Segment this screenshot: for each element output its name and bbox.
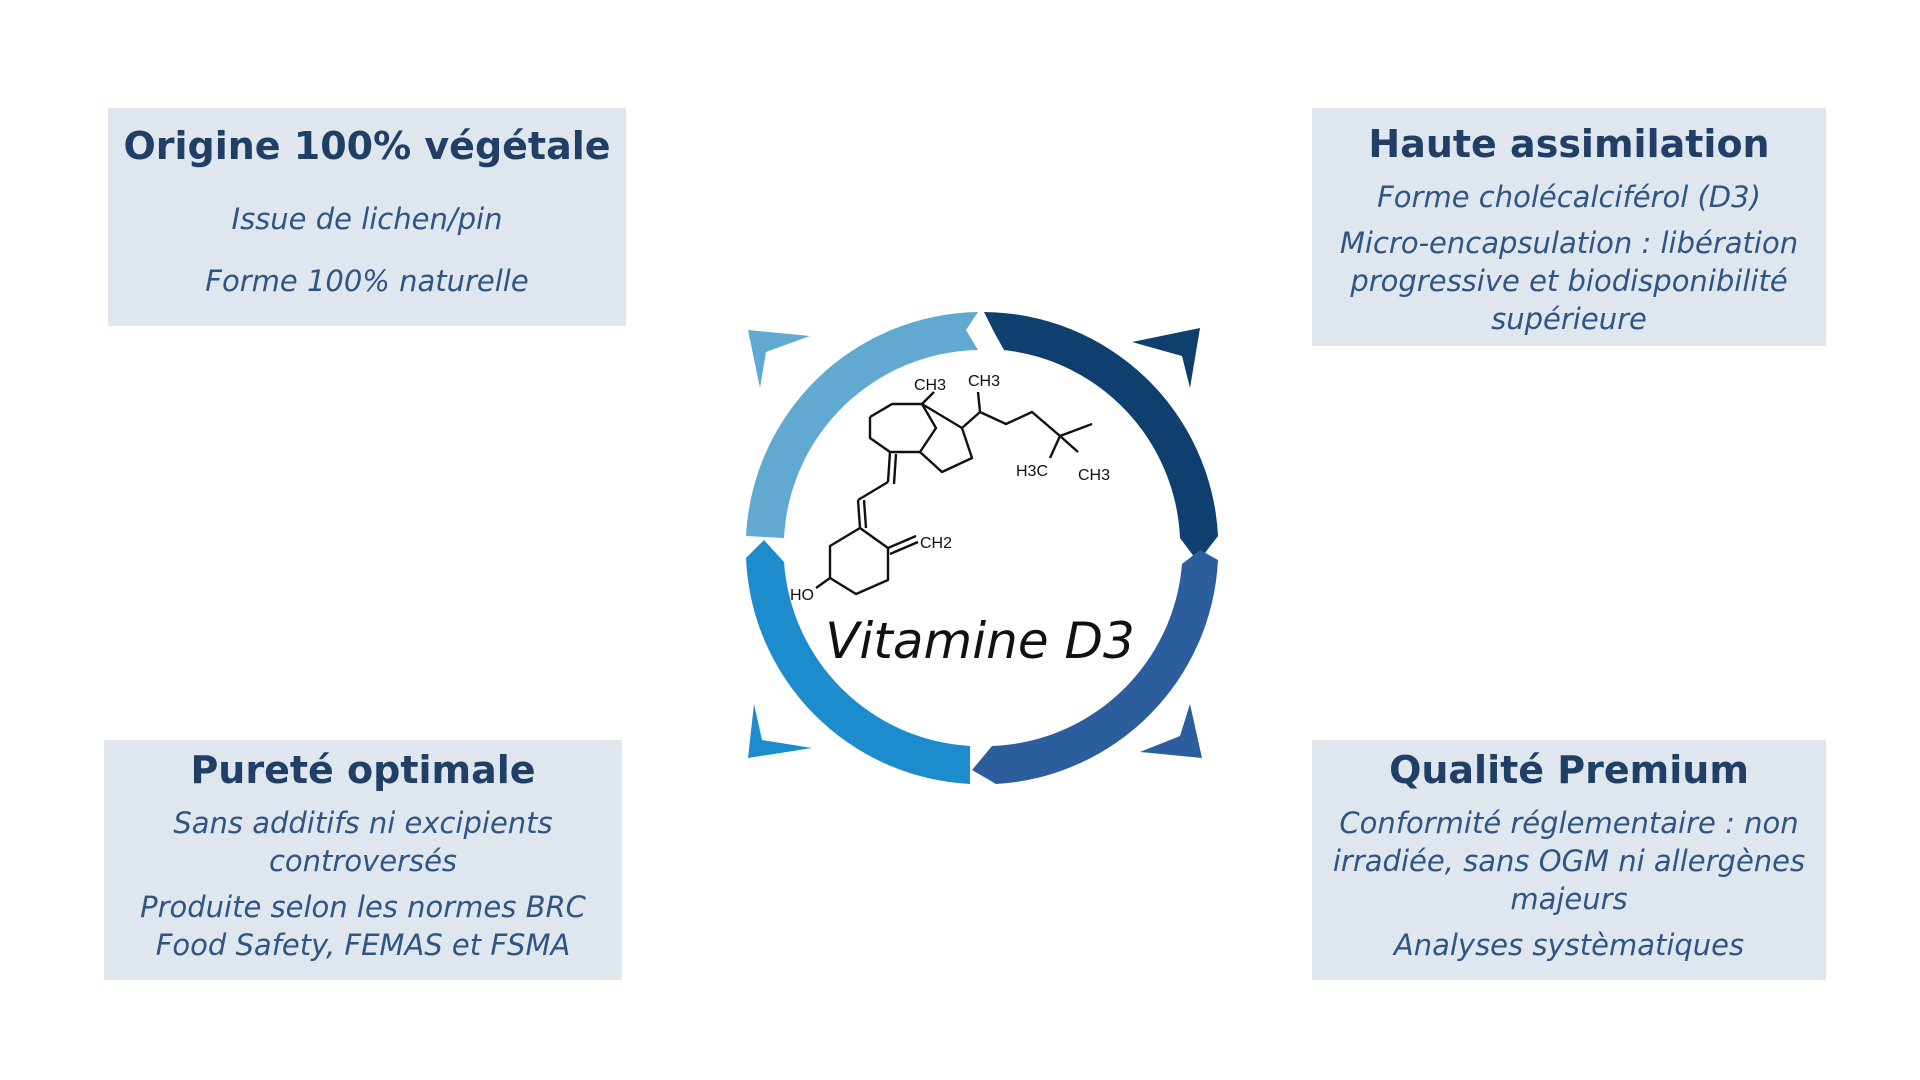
vitamin-d3-molecule-icon: [815, 391, 1093, 596]
center-label: Vitamine D3: [825, 612, 1135, 670]
arrow-bottom-right-icon: [1140, 704, 1202, 758]
info-box-qualite: Qualité Premium Conformité réglementaire…: [1312, 740, 1826, 980]
box-line: Sans additifs ni excipients controversés: [173, 806, 553, 878]
label-h3c: H3C: [1016, 463, 1048, 480]
cycle-arc-top-right: [984, 312, 1218, 562]
info-box-assimilation: Haute assimilation Forme cholécalciférol…: [1312, 108, 1826, 346]
box-line: Micro-encapsulation : libération progres…: [1339, 226, 1799, 336]
cycle-arc-bottom-right: [972, 550, 1218, 784]
cycle-diagram: CH3 CH3 H3C CH3 CH2 HO: [746, 312, 1218, 784]
box-line: Conformité réglementaire : non irradiée,…: [1332, 806, 1806, 916]
box-line: Produite selon les normes BRC Food Safet…: [140, 890, 586, 962]
box-line: Issue de lichen/pin: [231, 202, 503, 236]
label-ch2: CH2: [920, 535, 952, 552]
box-title: Origine 100% végétale: [123, 124, 611, 168]
box-title: Pureté optimale: [190, 748, 536, 792]
box-line: Forme cholécalciférol (D3): [1377, 180, 1761, 214]
info-box-purete: Pureté optimale Sans additifs ni excipie…: [104, 740, 622, 980]
info-box-origine: Origine 100% végétale Issue de lichen/pi…: [108, 108, 626, 326]
cycle-arc-bottom-left: [746, 540, 970, 784]
arrow-bottom-left-icon: [748, 704, 812, 758]
label-ho: HO: [790, 587, 814, 604]
label-ch3-side: CH3: [968, 373, 1000, 390]
box-line: Analyses systèmatiques: [1393, 928, 1745, 962]
box-title: Haute assimilation: [1368, 122, 1770, 166]
arrow-top-right-icon: [1132, 328, 1200, 388]
label-ch3-end: CH3: [1078, 467, 1110, 484]
cycle-arc-top-left: [746, 312, 978, 538]
box-line: Forme 100% naturelle: [205, 264, 529, 298]
arrow-top-left-icon: [748, 330, 810, 388]
box-title: Qualité Premium: [1389, 748, 1749, 792]
label-ch3-top: CH3: [914, 377, 946, 394]
